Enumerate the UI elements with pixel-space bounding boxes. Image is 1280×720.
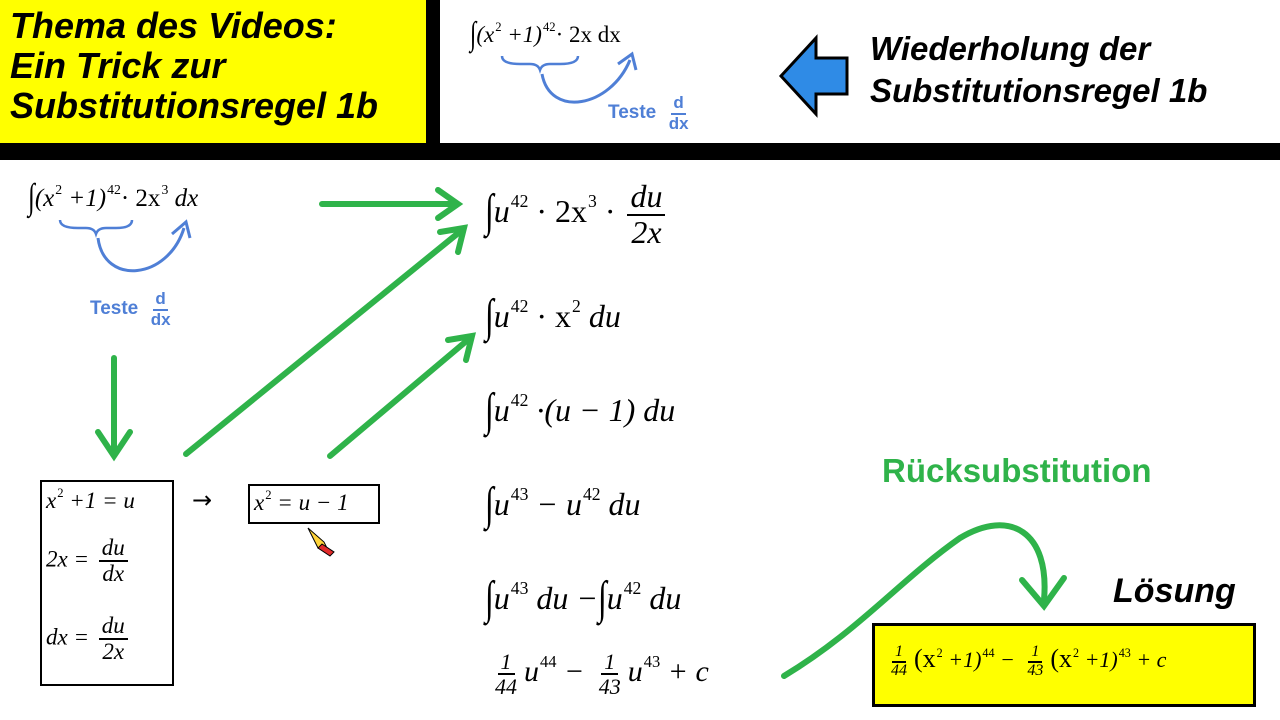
review-title: Wiederholung der Substitutionsregel 1b	[870, 28, 1207, 112]
main-brace-arrow	[58, 219, 192, 273]
title-line-2: Ein Trick zur	[10, 45, 226, 86]
substitution-box	[40, 480, 174, 686]
header-brace-arrow	[500, 51, 638, 104]
video-title-panel	[0, 0, 426, 143]
sub2-line: x2 = u − 1	[254, 488, 349, 515]
arrow-to-step1-head	[435, 187, 464, 221]
pen-cursor-icon	[307, 527, 335, 557]
title-line-1: Thema des Videos:	[10, 5, 337, 46]
step-5: ∫u43 du −∫u42 du	[485, 570, 682, 624]
arrow-down-head	[95, 429, 133, 462]
video-title: Thema des Videos: Ein Trick zur Substitu…	[10, 6, 378, 126]
review-line-2: Substitutionsregel 1b	[870, 72, 1208, 109]
step-4: ∫u43 − u42 du	[485, 476, 641, 530]
arrow-diag-2	[327, 335, 473, 459]
main-integral: ∫(x2 +1)42· 2x3 dx	[28, 178, 199, 218]
title-line-3: Substitutionsregel 1b	[10, 85, 379, 126]
implies-arrow: →	[192, 486, 213, 514]
header-review-panel	[440, 0, 1280, 143]
substitution-box-2	[248, 484, 380, 524]
ruecksubstitution-label: Rücksubstitution	[882, 452, 1152, 489]
arrow-rueck-head	[1019, 575, 1067, 611]
step-3: ∫u42 ·(u − 1) du	[485, 382, 676, 436]
arrow-diag-1-head	[437, 224, 469, 255]
review-line-1: Wiederholung der	[870, 30, 1151, 67]
sub-line-1: x2 +1 = u	[46, 486, 135, 513]
loesung-label: Lösung	[1113, 572, 1236, 610]
arrow-rueck	[781, 522, 1048, 679]
arrow-diag-1	[183, 227, 465, 457]
step-2: ∫u42 · x2 du	[485, 288, 621, 342]
green-arrows-layer	[95, 187, 1067, 679]
arrow-diag-2-head	[445, 332, 477, 363]
left-arrow-icon	[778, 34, 849, 118]
header-integral: ∫(x2 +1)42· 2x dx	[470, 15, 621, 52]
solution-box	[872, 623, 1256, 707]
